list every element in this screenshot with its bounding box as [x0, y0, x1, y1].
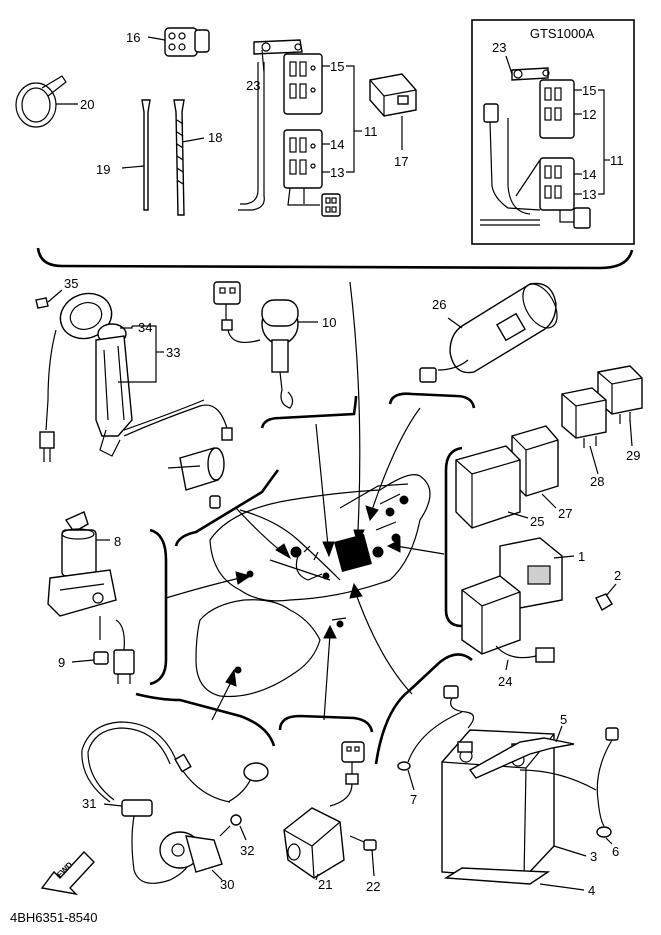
callout-24: 24	[498, 674, 512, 689]
callout-16: 16	[126, 30, 140, 45]
callout-23-main: 23	[246, 78, 260, 93]
callout-14-inset: 14	[582, 167, 596, 182]
callout-23-inset: 23	[492, 40, 506, 55]
callout-10: 10	[322, 315, 336, 330]
part-29-relay	[597, 365, 643, 447]
callout-7: 7	[410, 792, 417, 807]
part-4-battery-mat	[443, 867, 585, 891]
callout-5: 5	[560, 712, 567, 727]
callout-21: 21	[318, 877, 332, 892]
part-32-screw	[219, 814, 247, 841]
callout-12: 12	[582, 107, 596, 122]
part-8-main-switch	[47, 511, 135, 684]
callout-25: 25	[530, 514, 544, 529]
part-19-cable-tie	[121, 99, 151, 211]
lower-right-brace	[374, 653, 473, 765]
fwd-arrow-icon: FWD	[40, 850, 95, 896]
part-30-speed-sensor	[159, 831, 223, 881]
callout-6: 6	[612, 844, 619, 859]
part-25-control-unit	[455, 445, 529, 529]
callout-26: 26	[432, 297, 446, 312]
callout-labels: 16 20 19 18 23 15 11 14 13 17 23 15 12 1…	[58, 30, 640, 898]
part-7-battery-lead	[397, 685, 475, 791]
part-11-fuse-box	[238, 39, 362, 217]
part-5-battery-band	[468, 725, 575, 779]
callout-32: 32	[240, 843, 254, 858]
sensor-group-brace	[260, 395, 358, 429]
pointer-arrows	[165, 281, 445, 721]
part-16-connector	[147, 27, 210, 57]
part-21-starter-relay	[283, 741, 365, 881]
callout-11-inset: 11	[610, 153, 624, 168]
inset-title: GTS1000A	[530, 26, 595, 41]
callout-15-inset: 15	[582, 83, 596, 98]
fuel-group-brace	[174, 469, 280, 547]
drawing-code: 4BH6351-8540	[10, 910, 97, 925]
part-18-cable-tie	[173, 99, 205, 216]
callout-19: 19	[96, 162, 110, 177]
left-group-brace	[149, 528, 168, 686]
callout-27: 27	[558, 506, 572, 521]
part-24-ignition-coil	[461, 575, 555, 671]
part-26-capacitor	[419, 282, 558, 383]
callout-17: 17	[394, 154, 408, 169]
part-17-module	[369, 73, 417, 150]
part-28-relay	[561, 387, 607, 475]
callout-31: 31	[82, 796, 96, 811]
callout-13-inset: 13	[582, 187, 596, 202]
part-31-sensor-lead	[81, 721, 269, 884]
top-section-brace	[36, 247, 634, 270]
callout-4: 4	[588, 883, 595, 898]
part-33-fuel-sender-assembly	[35, 289, 233, 509]
callout-20: 20	[80, 97, 94, 112]
capacitor-group-brace	[388, 392, 476, 409]
callout-11-main: 11	[364, 124, 378, 139]
lower-left-brace	[135, 692, 276, 747]
inset-gts1000a	[471, 19, 635, 245]
part-9-screw	[71, 651, 109, 665]
callout-2: 2	[614, 568, 621, 583]
callout-8: 8	[114, 534, 121, 549]
callout-35: 35	[64, 276, 78, 291]
part-20-cable-band	[15, 75, 78, 128]
right-group-brace	[444, 446, 463, 628]
callout-33: 33	[166, 345, 180, 360]
motorcycle-frame-outline	[195, 474, 431, 698]
callout-13-main: 13	[330, 165, 344, 180]
callout-18: 18	[208, 130, 222, 145]
part-22-screw	[349, 835, 377, 877]
callout-15-main: 15	[330, 59, 344, 74]
lower-center-brace	[278, 714, 374, 733]
callout-1: 1	[578, 549, 585, 564]
callout-30: 30	[220, 877, 234, 892]
callout-34: 34	[138, 320, 152, 335]
part-6-battery-lead	[519, 727, 619, 845]
callout-22: 22	[366, 879, 380, 894]
callout-14-main: 14	[330, 137, 344, 152]
part-10-sensor	[213, 281, 318, 409]
callout-9: 9	[58, 655, 65, 670]
callout-29: 29	[626, 448, 640, 463]
callout-28: 28	[590, 474, 604, 489]
part-2-bolt	[595, 583, 617, 611]
callout-3: 3	[590, 849, 597, 864]
